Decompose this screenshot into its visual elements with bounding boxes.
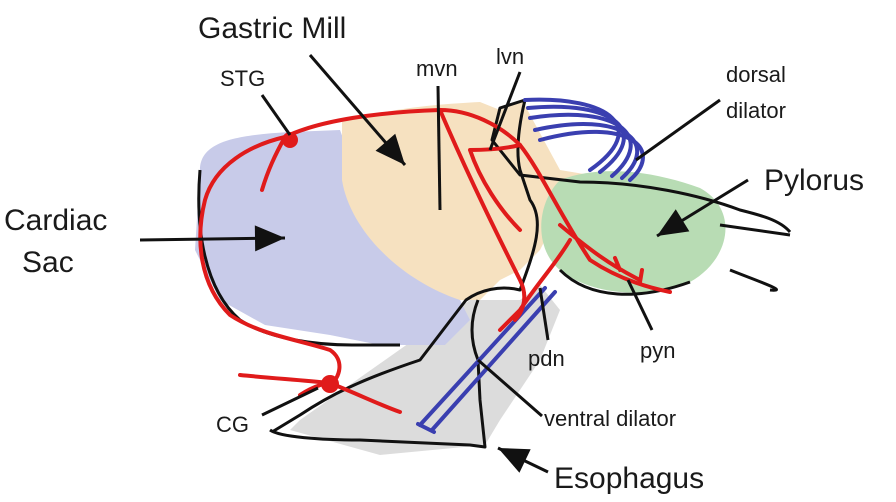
label-pylorus: Pylorus xyxy=(764,164,864,197)
label-stg: STG xyxy=(220,66,265,91)
mvn-leader xyxy=(438,86,440,210)
label-ventral-dilator: ventral dilator xyxy=(544,406,676,431)
label-dorsal: dorsal xyxy=(726,62,786,87)
dorsal-dilator-leader xyxy=(636,100,720,160)
cg-ganglion xyxy=(321,375,339,393)
label-pdn: pdn xyxy=(528,346,565,371)
label-sac: Sac xyxy=(22,246,74,279)
stg-leader xyxy=(262,95,290,135)
esophagus-arrow xyxy=(498,448,548,473)
label-cg: CG xyxy=(216,412,249,437)
label-pyn: pyn xyxy=(640,338,675,363)
cg-leader xyxy=(262,388,318,415)
label-dilator-top: dilator xyxy=(726,98,786,123)
label-cardiac: Cardiac xyxy=(4,204,107,237)
label-mvn: mvn xyxy=(416,56,458,81)
label-gastric-mill: Gastric Mill xyxy=(198,12,346,45)
label-lvn: lvn xyxy=(496,44,524,69)
label-esophagus: Esophagus xyxy=(554,462,704,495)
